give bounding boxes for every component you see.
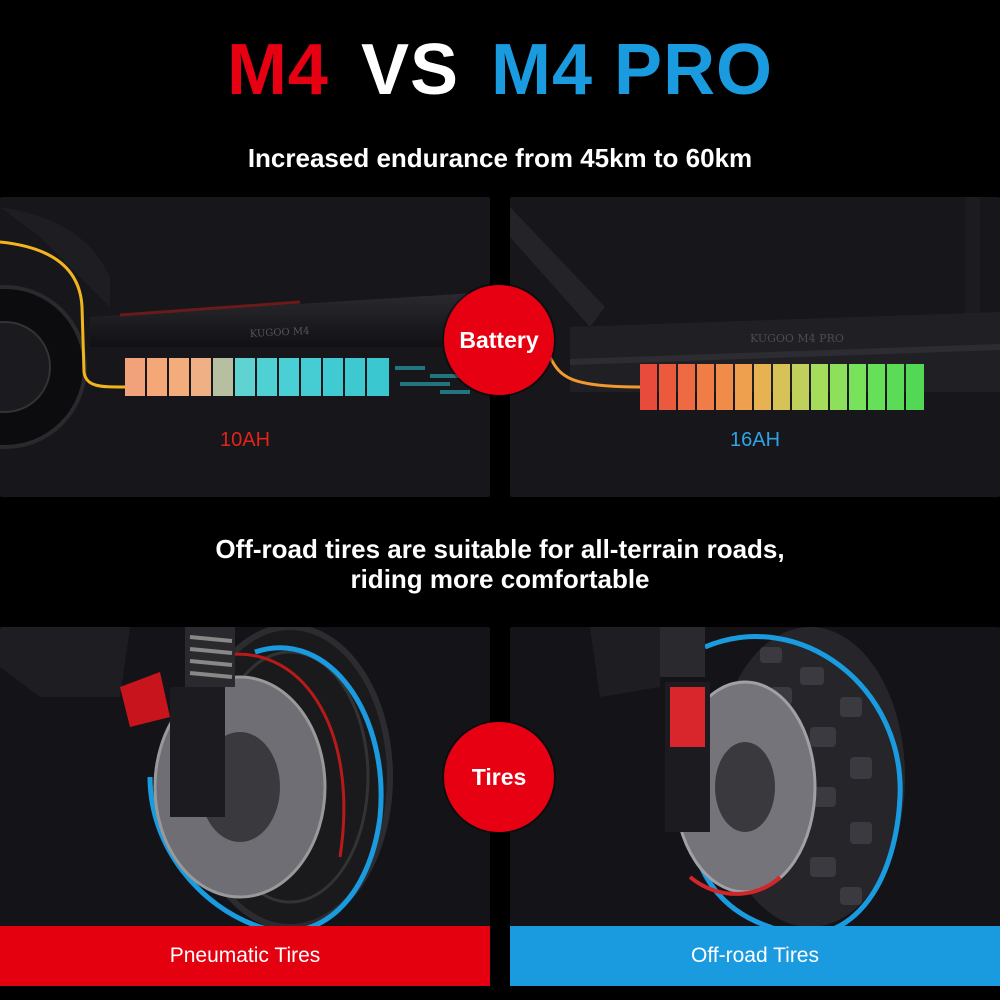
m4-capacity-label: 10AH bbox=[219, 429, 271, 451]
m4pro-deck-text: KUGOO M4 PRO bbox=[750, 332, 844, 345]
model-a-name: M4 bbox=[226, 30, 329, 110]
comparison-title: M4 VS M4 PRO bbox=[0, 30, 1000, 110]
pneumatic-tire-illustration bbox=[0, 627, 393, 934]
pneumatic-tires-label: Pneumatic Tires bbox=[0, 926, 490, 986]
tire-headline: Off-road tires are suitable for all-terr… bbox=[0, 534, 1000, 594]
tire-headline-line1: Off-road tires are suitable for all-terr… bbox=[215, 534, 785, 564]
tire-panel-m4 bbox=[0, 627, 490, 953]
m4pro-scooter-illustration: KUGOO M4 PRO bbox=[510, 197, 1000, 392]
offroad-tires-label: Off-road Tires bbox=[510, 926, 1000, 986]
model-b-name: M4 PRO bbox=[491, 30, 774, 110]
m4-deck-text: KUGOO M4 bbox=[250, 326, 310, 340]
tire-panel-m4pro bbox=[510, 627, 1000, 953]
battery-headline: Increased endurance from 45km to 60km bbox=[247, 143, 753, 173]
tires-badge: Tires bbox=[444, 722, 554, 832]
m4pro-capacity-label: 16AH bbox=[729, 429, 781, 451]
battery-badge: Battery bbox=[444, 285, 554, 395]
vs-text: VS bbox=[360, 30, 460, 110]
tire-headline-line2: riding more comfortable bbox=[350, 564, 650, 594]
m4-scooter-illustration: KUGOO M4 bbox=[0, 207, 490, 449]
battery-panel-m4: KUGOO M4 10AH bbox=[0, 197, 490, 497]
offroad-tire-illustration bbox=[590, 627, 905, 938]
battery-panel-m4pro: KUGOO M4 PRO 16AH bbox=[510, 197, 1000, 497]
